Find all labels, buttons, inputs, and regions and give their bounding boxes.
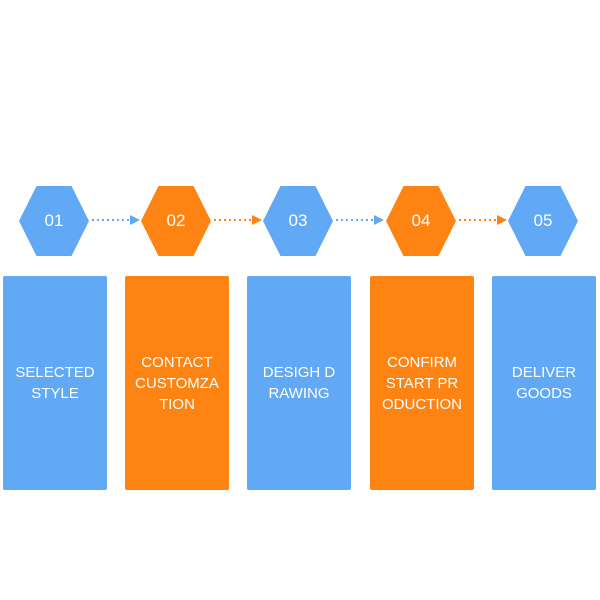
step-3-label: DESIGH DRAWING bbox=[262, 364, 336, 402]
step-5-hexagon: 05 bbox=[508, 186, 578, 256]
dotted-arrow-icon bbox=[336, 215, 384, 225]
step-5-card: DELIVER GOODS bbox=[492, 276, 596, 490]
connector-1-2 bbox=[92, 214, 140, 226]
step-2-label: CONTACT CUSTOMZATION bbox=[135, 353, 219, 413]
step-2-number: 02 bbox=[166, 211, 186, 230]
step-3-card: DESIGH DRAWING bbox=[247, 276, 351, 490]
dotted-arrow-icon bbox=[214, 215, 262, 225]
connector-3-4 bbox=[336, 214, 384, 226]
step-3-number: 03 bbox=[288, 211, 308, 230]
step-4-label: CONFIRM START PRODUCTION bbox=[382, 353, 462, 413]
step-1-number: 01 bbox=[44, 211, 64, 230]
step-4-number: 04 bbox=[411, 211, 431, 230]
step-1-label: SELECTED STYLE bbox=[15, 364, 95, 402]
step-1-hexagon: 01 bbox=[19, 186, 89, 256]
step-3-hexagon: 03 bbox=[263, 186, 333, 256]
connector-4-5 bbox=[459, 214, 507, 226]
step-2-card: CONTACT CUSTOMZATION bbox=[125, 276, 229, 490]
step-5-label: DELIVER GOODS bbox=[511, 364, 577, 402]
step-4-hexagon: 04 bbox=[386, 186, 456, 256]
connector-2-3 bbox=[214, 214, 262, 226]
dotted-arrow-icon bbox=[92, 215, 140, 225]
step-1-card: SELECTED STYLE bbox=[3, 276, 107, 490]
dotted-arrow-icon bbox=[459, 215, 507, 225]
step-5-number: 05 bbox=[533, 211, 553, 230]
step-2-hexagon: 02 bbox=[141, 186, 211, 256]
step-4-card: CONFIRM START PRODUCTION bbox=[370, 276, 474, 490]
